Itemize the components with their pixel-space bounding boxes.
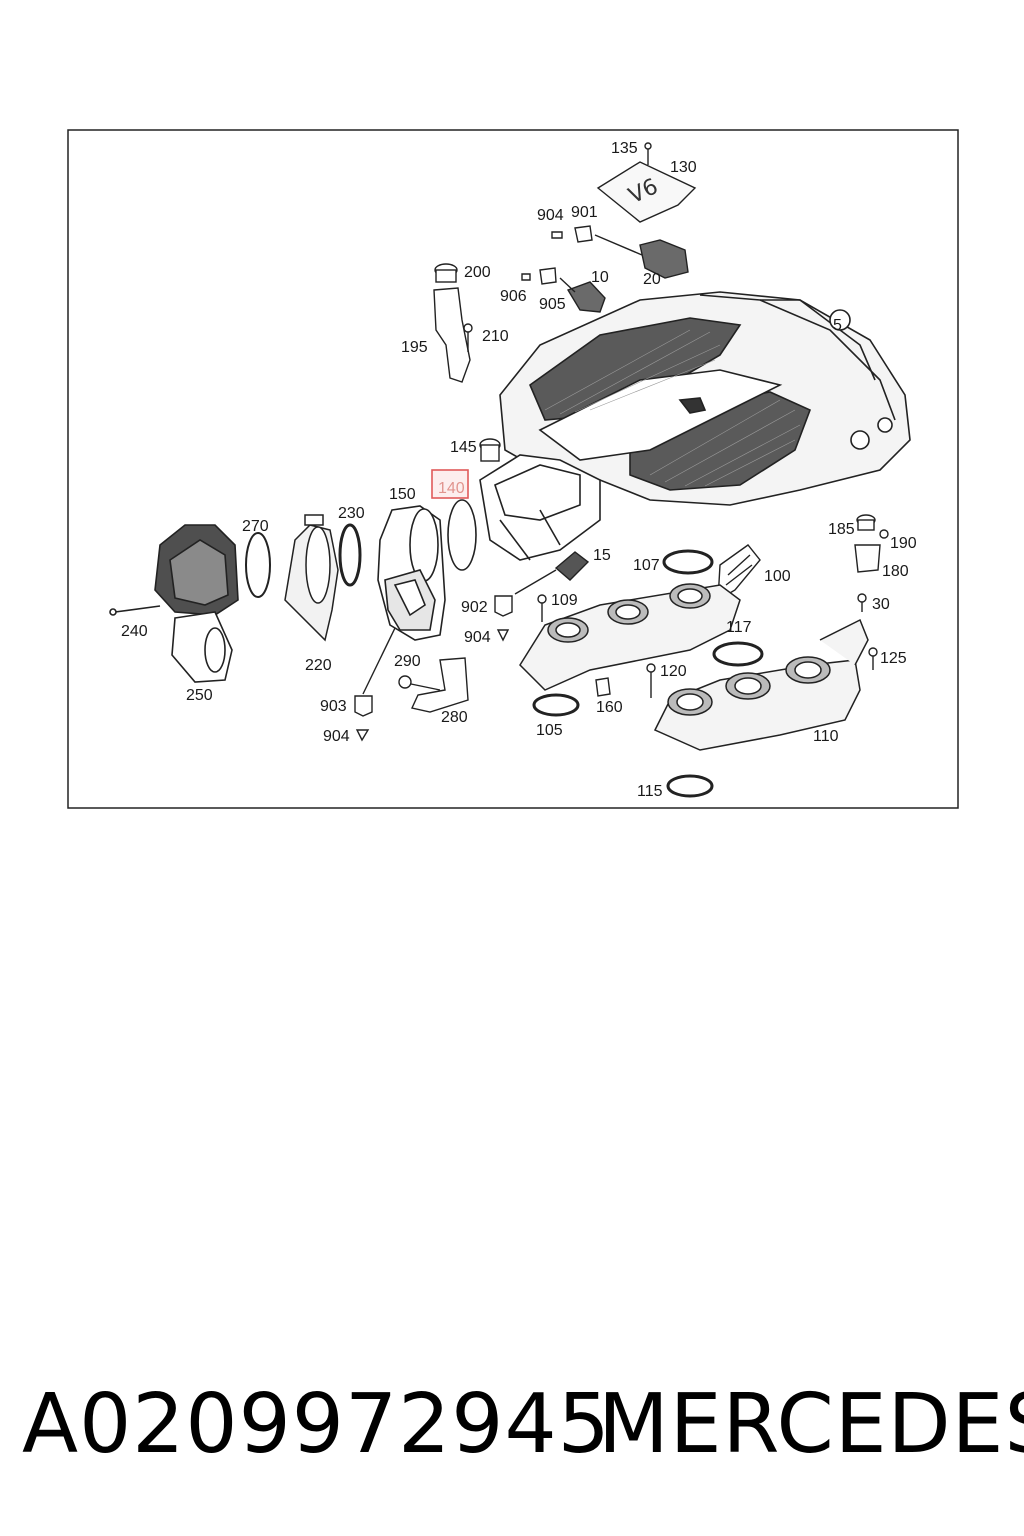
ring-107 (662, 549, 714, 575)
cap-145 (479, 438, 501, 462)
callout-150: 150 (389, 486, 416, 503)
callout-210: 210 (482, 328, 509, 345)
o-ring-140 (447, 499, 477, 571)
small-parts (354, 514, 889, 798)
callout-190: 190 (890, 535, 917, 552)
callout-230: 230 (338, 505, 365, 522)
callout-290: 290 (394, 653, 421, 670)
sensor-10 (521, 267, 606, 313)
callout-160: 160 (596, 699, 623, 716)
callout-30: 30 (872, 596, 890, 613)
adapter-220 (284, 514, 339, 642)
callout-100: 100 (764, 568, 791, 585)
brand-name: MERCEDES (598, 1377, 1024, 1472)
callout-901: 901 (571, 204, 598, 221)
callout-904: 904 (323, 728, 350, 745)
callout-125: 125 (880, 650, 907, 667)
parts-diagram: V6 (67, 129, 959, 809)
lower-manifold-a (519, 583, 741, 691)
callout-labels: 1351309049012020090690510210195514514015… (121, 140, 917, 800)
clamp-270 (245, 532, 271, 598)
resonator-250 (109, 524, 239, 683)
seal-117 (712, 641, 764, 667)
callout-109: 109 (551, 592, 578, 609)
callout-280: 280 (441, 709, 468, 726)
callout-903: 903 (320, 698, 347, 715)
callout-5: 5 (833, 317, 842, 334)
callout-110: 110 (813, 728, 839, 745)
callout-200: 200 (464, 264, 491, 281)
ring-230 (338, 523, 362, 587)
callout-195: 195 (401, 339, 428, 356)
bracket-195 (433, 263, 473, 383)
callout-145: 145 (450, 439, 477, 456)
callout-15: 15 (593, 547, 611, 564)
callout-185: 185 (828, 521, 855, 538)
callout-107: 107 (633, 557, 660, 574)
intake-manifold-upper (479, 291, 911, 561)
footer: A0209972945 MERCEDES (0, 1370, 1024, 1480)
callout-117: 117 (726, 619, 752, 636)
callout-130: 130 (670, 159, 697, 176)
callout-115: 115 (637, 783, 663, 800)
callout-120: 120 (660, 663, 687, 680)
highlight-box-140 (431, 469, 469, 499)
callout-906: 906 (500, 288, 527, 305)
cover-plate-130: V6 (596, 142, 697, 223)
callout-180: 180 (882, 563, 909, 580)
callout-250: 250 (186, 687, 213, 704)
callout-135: 135 (611, 140, 638, 157)
grille-hatching (544, 329, 801, 487)
throttle-body-150 (377, 505, 446, 641)
lower-manifold-b (653, 618, 869, 751)
callout-902: 902 (461, 599, 488, 616)
callout-220: 220 (305, 657, 332, 674)
callout-270: 270 (242, 518, 269, 535)
callout-905: 905 (539, 296, 566, 313)
callout-105: 105 (536, 722, 563, 739)
callout-10: 10 (591, 269, 609, 286)
part-number: A0209972945 (22, 1377, 611, 1472)
callout-904: 904 (464, 629, 491, 646)
sensor-20 (551, 225, 689, 279)
callout-904: 904 (537, 207, 564, 224)
callout-240: 240 (121, 623, 148, 640)
callout-20: 20 (643, 271, 661, 288)
